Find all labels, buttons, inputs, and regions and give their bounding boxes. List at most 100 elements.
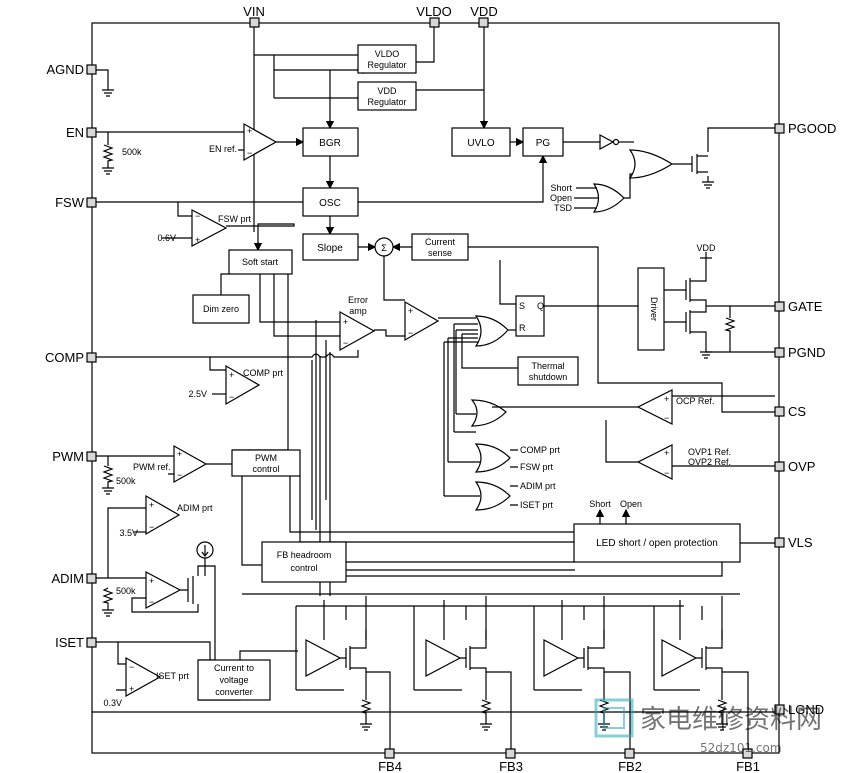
c2v-label-1: Current to	[214, 663, 254, 673]
adim-buffer	[145, 571, 182, 609]
c2v-label-3: converter	[215, 687, 253, 697]
driver-block	[637, 267, 665, 351]
driver-vdd-label: VDD	[696, 243, 716, 253]
watermark: 家电维修资料网 52dz101.com	[594, 698, 822, 755]
pin-cs: CS	[788, 404, 806, 419]
vdd-regulator-label-2: Regulator	[367, 97, 406, 107]
or-gate-reset	[474, 315, 509, 347]
osc-block	[302, 187, 359, 217]
or-gate-ocp-ovp	[470, 399, 507, 427]
v06-label: 0.6V	[157, 233, 176, 243]
slope-block	[302, 233, 359, 261]
current-sense-label-2: sense	[428, 248, 452, 258]
driver-transistors	[664, 252, 775, 359]
tsd-input-label: TSD	[554, 203, 573, 213]
pin-fsw: FSW	[55, 195, 85, 210]
en-resistor-label: 500k	[122, 147, 142, 157]
slope-label: Slope	[317, 243, 343, 254]
top-wiring	[96, 27, 775, 413]
pwm-pin-plus: +	[177, 449, 182, 459]
iset-prt-comparator	[125, 656, 162, 698]
summing-node	[374, 237, 394, 257]
pwm-comp-minus: −	[408, 328, 413, 338]
open-output-label: Open	[620, 499, 642, 509]
pin-pgood: PGOOD	[788, 121, 836, 136]
pin-fb4: FB4	[378, 759, 402, 773]
pg-label: PG	[536, 138, 551, 149]
sr-q-label: Q	[537, 301, 544, 311]
pgood-nmos	[691, 154, 708, 174]
ocp-comp-plus: +	[664, 394, 669, 404]
iset-comp-minus: −	[129, 662, 134, 672]
adim-resistor-label: 500k	[116, 586, 136, 596]
channel-4	[305, 630, 391, 749]
fsw-prt-label: FSW prt	[218, 214, 251, 224]
pin-agnd: AGND	[46, 62, 84, 77]
watermark-url: 52dz101.com	[700, 741, 782, 755]
ocp-comparator	[636, 389, 673, 425]
sr-r-label: R	[519, 323, 526, 333]
pwm-resistor-label: 500k	[116, 476, 136, 486]
en-ref-label: EN ref.	[209, 144, 237, 154]
pwm-control-label-2: control	[252, 464, 279, 474]
thermal-label-2: shutdown	[529, 372, 568, 382]
pwm-comparator	[404, 300, 440, 342]
err-amp-plus: +	[343, 317, 348, 327]
fb-headroom-label-2: control	[290, 563, 317, 573]
ocp-comp-minus: −	[664, 413, 669, 423]
or-gate-pgood	[628, 149, 674, 179]
fb-headroom-block	[261, 541, 347, 583]
short-output-label: Short	[589, 499, 611, 509]
c2v-label-2: voltage	[219, 675, 248, 685]
ovp-comparator	[636, 444, 673, 480]
ovp1-ref-label: OVP1 Ref.	[688, 447, 731, 457]
pin-pgnd: PGND	[788, 345, 826, 360]
mid-wiring	[96, 260, 638, 530]
adim-buf-minus: −	[149, 597, 154, 607]
vldo-regulator-label-1: VLDO	[375, 49, 400, 59]
v35-label: 3.5V	[119, 528, 138, 538]
v03-label: 0.3V	[103, 698, 122, 708]
fsw-comp-plus: +	[195, 235, 200, 245]
driver-label: Driver	[649, 297, 659, 321]
lower-left-wiring	[96, 352, 740, 701]
adim-comp-minus: −	[149, 522, 154, 532]
en-comparator	[243, 122, 278, 162]
ocp-ref-label: OCP Ref.	[676, 396, 714, 406]
vdd-regulator-label-1: VDD	[377, 86, 397, 96]
vldo-regulator-label-2: Regulator	[367, 60, 406, 70]
iset-comp-plus: +	[129, 684, 134, 694]
thermal-label-1: Thermal	[531, 361, 564, 371]
pin-fb3: FB3	[499, 759, 523, 773]
channel-1	[661, 630, 749, 749]
summing-symbol: Σ	[381, 243, 387, 253]
fsw-prt-comparator	[191, 209, 228, 247]
uvlo-label: UVLO	[467, 138, 494, 149]
pin-fb1: FB1	[736, 759, 760, 773]
vdd-regulator	[357, 81, 417, 111]
comp-prt-gate-label: COMP prt	[520, 445, 560, 455]
pin-pwm: PWM	[52, 449, 84, 464]
ovp-comp-minus: −	[664, 468, 669, 478]
adim-comp-plus: +	[149, 500, 154, 510]
pwm-pin-comparator	[173, 444, 208, 484]
vldo-regulator	[357, 44, 417, 74]
en-comp-plus: +	[247, 126, 252, 136]
en-comp-minus: −	[247, 148, 252, 158]
pin-lgnd: LGND	[788, 702, 824, 717]
or-gate-comp-fsw	[474, 443, 511, 473]
comp-comp-plus: +	[229, 370, 234, 380]
adim-mos	[187, 576, 194, 604]
adim-buf-plus: +	[149, 576, 154, 586]
pin-iset: ISET	[55, 635, 84, 650]
v25-label: 2.5V	[188, 389, 207, 399]
pwm-control-block	[231, 449, 301, 477]
iset-prt-label: ISET prt	[156, 671, 189, 681]
fsw-prt-gate-label: FSW prt	[520, 462, 553, 472]
ovp2-ref-label: OVP2 Ref.	[688, 457, 731, 467]
short-input-label: Short	[550, 183, 572, 193]
uvlo-block	[451, 127, 511, 157]
ovp-comp-plus: +	[664, 448, 669, 458]
soft-start-label: Soft start	[242, 257, 279, 267]
osc-label: OSC	[319, 198, 341, 209]
